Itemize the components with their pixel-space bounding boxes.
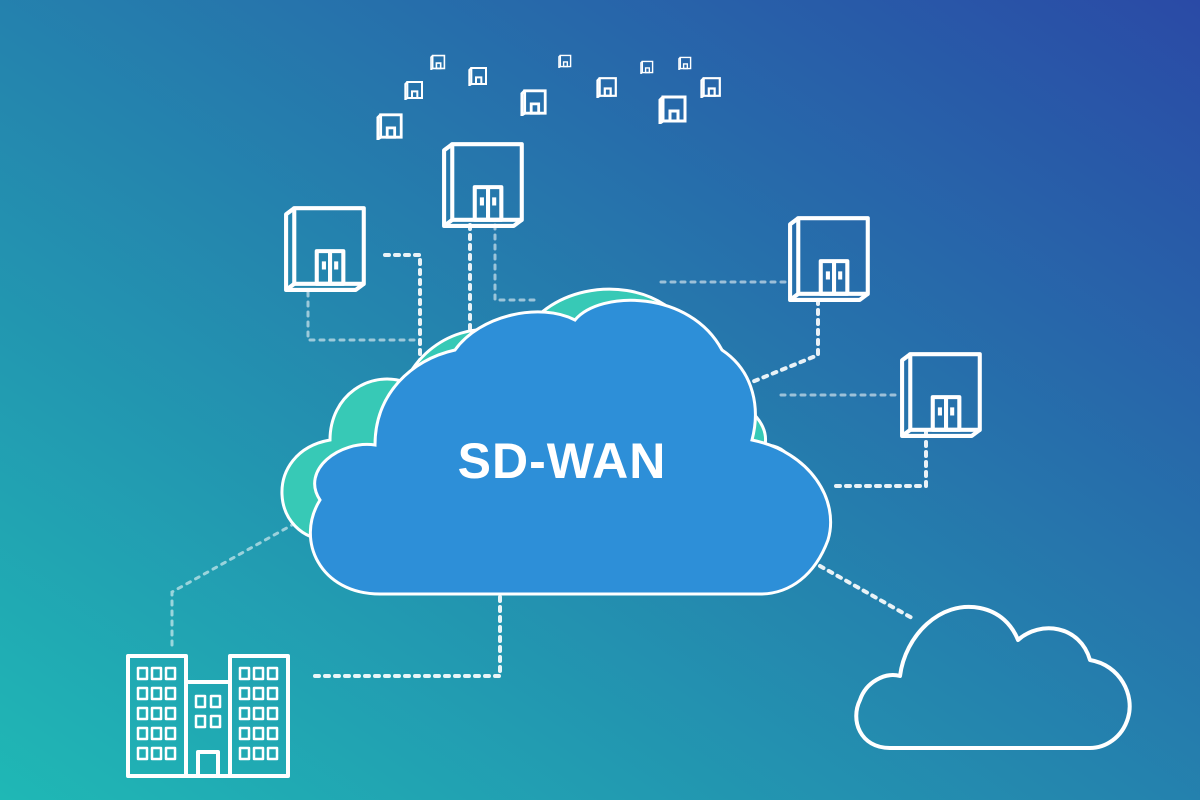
sdwan-label: SD-WAN bbox=[458, 433, 667, 489]
link-branch-2-back bbox=[493, 223, 542, 302]
sdwan-cloud bbox=[308, 298, 833, 596]
link-branch-4 bbox=[830, 430, 928, 488]
public-cloud-icon bbox=[854, 604, 1132, 750]
link-branch-1 bbox=[306, 290, 422, 342]
network-links bbox=[170, 223, 928, 678]
link-branch-1-main bbox=[383, 253, 422, 372]
link-hq-back bbox=[170, 523, 294, 647]
link-hq bbox=[313, 594, 502, 678]
link-branch-3 bbox=[750, 298, 820, 384]
link-public-cloud bbox=[818, 564, 914, 620]
headquarters-building-icon bbox=[126, 654, 290, 778]
